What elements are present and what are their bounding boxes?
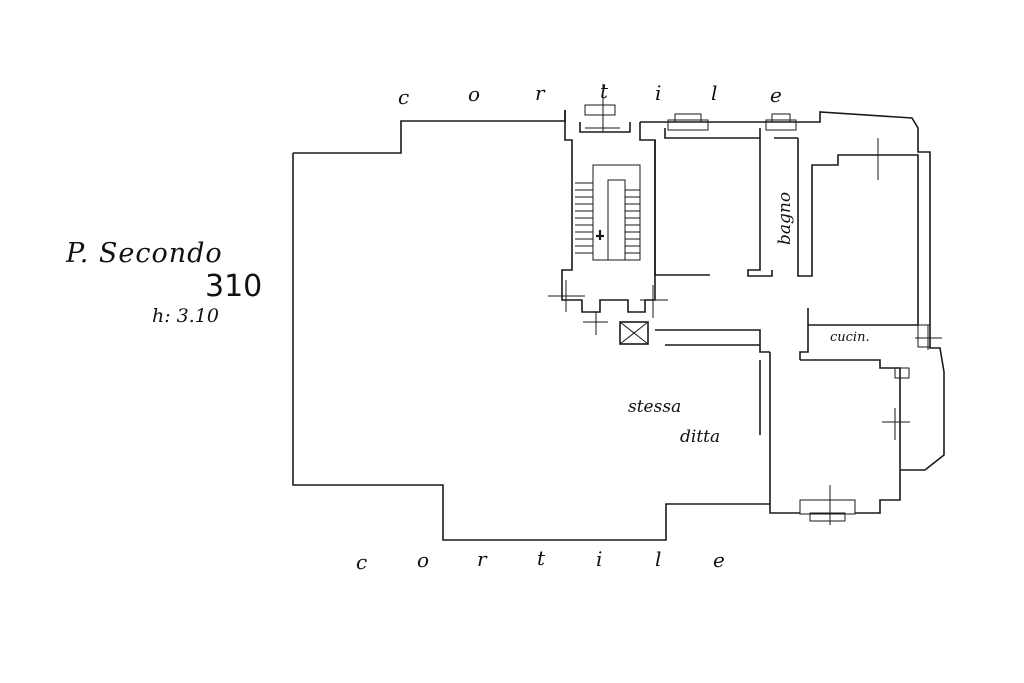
courtyard-top-letter: i [655,81,661,105]
room-label-same-owner-2: ditta [680,427,720,447]
courtyard-top-letter: r [535,81,546,105]
elevator-shaft [619,321,649,345]
courtyard-bottom-letter: l [655,547,661,571]
courtyard-top-letter: o [468,82,480,106]
building-outline-right [640,111,945,471]
courtyard-top-letter: l [711,81,717,105]
sheet-number: 310 [205,269,262,304]
floor-label: P. Secondo [65,238,223,269]
courtyard-top-letter: c [398,85,409,109]
courtyard-top-letter: e [770,83,782,107]
courtyard-bottom-letter: r [477,547,488,571]
cross-marks [548,84,942,525]
courtyard-bottom-letter: t [537,546,546,570]
courtyard-top-letter: t [600,79,609,103]
courtyard-bottom-letter: o [417,548,429,572]
staircase [575,164,641,261]
courtyard-bottom-letter: c [356,550,367,574]
courtyard-bottom-letter: i [596,547,602,571]
apartment-walls [654,128,919,514]
room-label-kitchen: cucin. [830,330,870,345]
height-label: h: 3.10 [152,305,219,327]
courtyard-bottom-letter: e [713,548,725,572]
window-symbols [584,104,931,522]
room-label-same-owner-1: stessa [628,397,681,417]
courtyard-label-bottom: c o r t i l e [356,546,725,574]
courtyard-label-top: c o r t i l e [398,79,782,109]
building-outline [292,110,800,541]
room-label-bathroom: bagno [775,192,795,245]
